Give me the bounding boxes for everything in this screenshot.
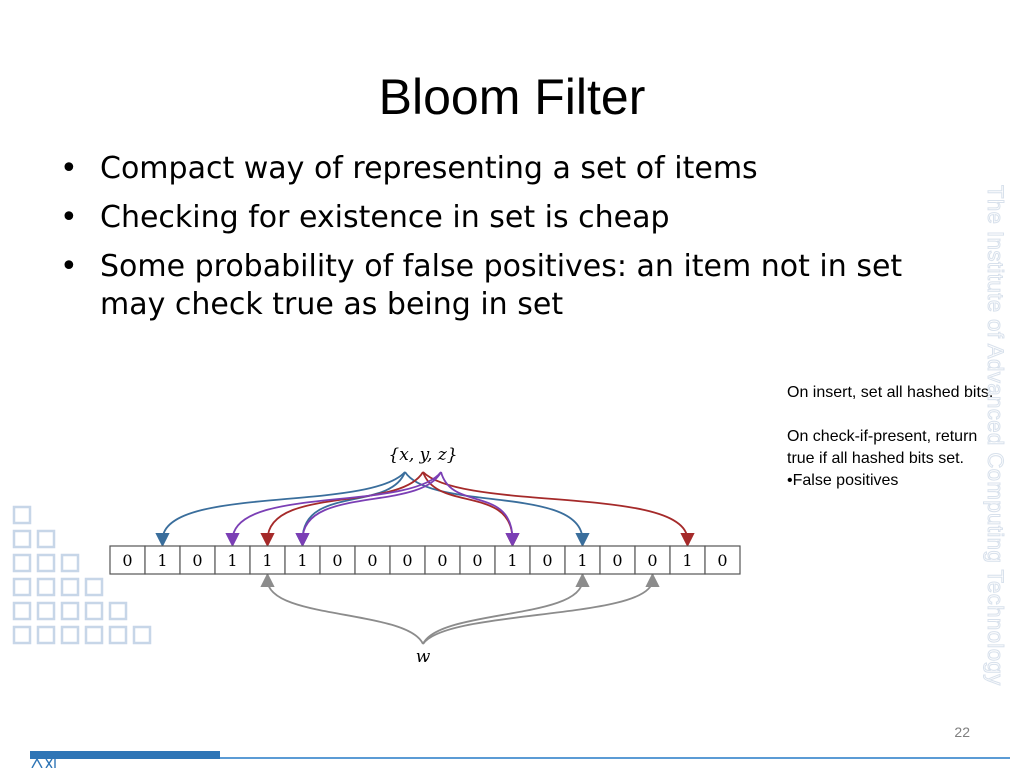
bit-value: 1: [262, 551, 272, 570]
hash-arrow-y: [260, 471, 424, 548]
bit-value: 0: [122, 551, 132, 570]
bit-array: 0 1 0 1 1 1 0 0 0 0 0 1 0 1 0 0 1 0: [109, 545, 741, 575]
hash-arrow-z: [225, 471, 442, 548]
decorative-square: [36, 529, 56, 549]
bit-cell: [669, 545, 706, 575]
footer-logo-icon: [31, 759, 56, 768]
bit-value: 0: [472, 551, 482, 570]
decorative-square: [84, 625, 104, 645]
bit-value: 0: [402, 551, 412, 570]
decorative-square: [84, 577, 104, 597]
decorative-square: [36, 601, 56, 621]
page-number: 22: [954, 724, 970, 740]
set-label: {x, y, z}: [388, 445, 457, 465]
decorative-square: [60, 577, 80, 597]
note-insert: On insert, set all hashed bits.: [787, 384, 994, 401]
bullet-item: • Compact way of representing a set of it…: [60, 150, 970, 188]
bit-value: 0: [647, 551, 657, 570]
bit-cell: [389, 545, 426, 575]
bloom-filter-diagram: {x, y, z} 0 1 0 1 1 1 0 0 0 0 0 1 0 1 0 0 1 0 w: [109, 445, 741, 667]
decorative-squares: [12, 505, 152, 645]
bit-value: 0: [717, 551, 727, 570]
bullet-text: Some probability of false positives: an …: [100, 249, 903, 322]
decorative-square: [36, 625, 56, 645]
decorative-square: [84, 601, 104, 621]
bit-value: 0: [542, 551, 552, 570]
bit-value: 1: [577, 551, 587, 570]
bullet-list: • Compact way of representing a set of it…: [60, 150, 970, 335]
decorative-square: [12, 505, 32, 525]
side-note: On insert, set all hashed bits. On check…: [787, 382, 1002, 492]
decorative-square: [60, 601, 80, 621]
hash-arrow-y: [422, 471, 695, 548]
hash-arrow-x: [155, 471, 406, 548]
footer-rule: [220, 757, 1010, 759]
bit-value: 0: [367, 551, 377, 570]
bullet-icon: •: [60, 200, 78, 235]
slide-title: Bloom Filter: [378, 69, 646, 125]
decorative-square: [108, 601, 128, 621]
bit-cell: [704, 545, 741, 575]
note-check: On check-if-present, return true if all …: [787, 428, 978, 467]
bullet-text: Checking for existence in set is cheap: [100, 200, 670, 235]
footer-accent-bar: [30, 751, 220, 759]
bit-value: 0: [332, 551, 342, 570]
decorative-square: [60, 553, 80, 573]
bit-value: 1: [507, 551, 517, 570]
bullet-icon: •: [60, 249, 78, 284]
institute-watermark: The Institute of Advanced Computing Tech…: [983, 185, 1009, 687]
hash-arrow-z: [295, 471, 442, 548]
bit-cell: [354, 545, 391, 575]
decorative-square: [108, 625, 128, 645]
decorative-square: [12, 553, 32, 573]
bit-cell: [459, 545, 496, 575]
decorative-square: [12, 625, 32, 645]
bit-cell: [634, 545, 671, 575]
bit-value: 1: [682, 551, 692, 570]
bit-value: 1: [297, 551, 307, 570]
bit-value: 0: [437, 551, 447, 570]
bit-cell: [424, 545, 461, 575]
query-arrow-w: [422, 572, 590, 645]
hash-arrow-z: [440, 471, 520, 548]
hash-arrow-y: [422, 471, 520, 548]
note-false-positives: •False positives: [787, 472, 899, 489]
decorative-square: [60, 625, 80, 645]
bit-value: 0: [192, 551, 202, 570]
bit-value: 1: [227, 551, 237, 570]
query-arrow-w: [422, 572, 660, 645]
bit-value: 1: [157, 551, 167, 570]
decorative-square: [12, 601, 32, 621]
query-arrow-w: [260, 572, 424, 645]
decorative-square: [12, 577, 32, 597]
bullet-icon: •: [60, 151, 78, 186]
decorative-square: [36, 553, 56, 573]
bullet-item: • Checking for existence in set is cheap: [60, 199, 970, 237]
bit-cell: [214, 545, 251, 575]
bullet-text: Compact way of representing a set of ite…: [100, 151, 758, 186]
decorative-square: [36, 577, 56, 597]
decorative-square: [12, 529, 32, 549]
bullet-item: • Some probability of false positives: an…: [60, 248, 970, 324]
decorative-square: [132, 625, 152, 645]
query-label: w: [416, 647, 431, 667]
hash-arrows: [155, 471, 695, 645]
bit-value: 0: [612, 551, 622, 570]
bit-cell: [109, 545, 146, 575]
